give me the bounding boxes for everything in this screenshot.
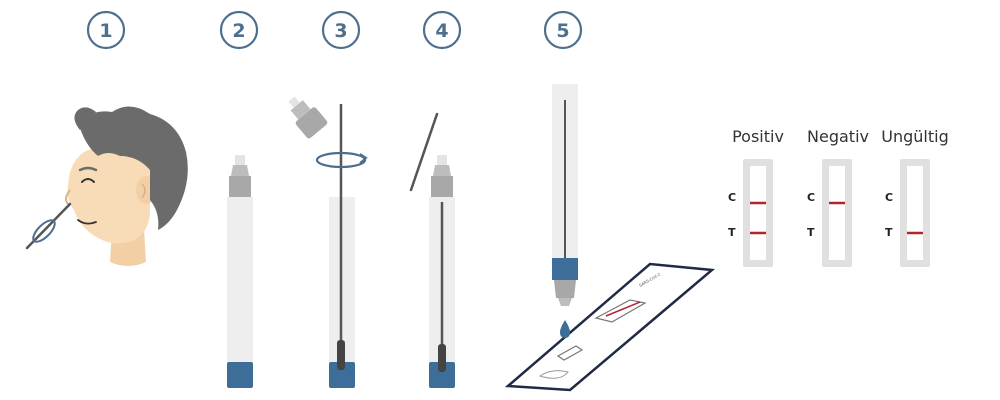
dropper-swab-rotate-icon xyxy=(288,96,368,388)
step-1-badge: 1 xyxy=(86,10,126,50)
step-4-badge: 4 xyxy=(422,10,462,50)
t-label: T xyxy=(885,226,893,239)
step-3-badge: 3 xyxy=(321,10,361,50)
t-label: T xyxy=(728,226,736,239)
step-5-badge: 5 xyxy=(543,10,583,50)
c-label: C xyxy=(885,191,893,204)
swab-in-tube-icon xyxy=(409,112,455,388)
step-2-badge: 2 xyxy=(219,10,259,50)
result-label: Negativ xyxy=(807,127,869,146)
drop-icon xyxy=(560,320,570,338)
step-1-number: 1 xyxy=(99,20,112,42)
buffer-tube-icon xyxy=(227,155,253,388)
step-2-number: 2 xyxy=(232,20,245,42)
test-cassette: SARS-CoV-2 xyxy=(504,262,716,392)
nose-swab-icon xyxy=(25,106,188,266)
result-negative: Negativ C T xyxy=(807,127,869,267)
result-label: Positiv xyxy=(732,127,784,146)
c-label: C xyxy=(728,191,736,204)
step-4-number: 4 xyxy=(435,20,448,42)
result-positive: Positiv C T xyxy=(728,127,784,267)
drop-on-test-cassette-icon: SARS-CoV-2 xyxy=(504,84,716,392)
result-invalid: Ungültig C T xyxy=(881,127,949,267)
c-label: C xyxy=(807,191,815,204)
step-3-number: 3 xyxy=(334,20,347,42)
t-label: T xyxy=(807,226,815,239)
result-label: Ungültig xyxy=(881,127,948,146)
step-5-number: 5 xyxy=(556,20,569,42)
